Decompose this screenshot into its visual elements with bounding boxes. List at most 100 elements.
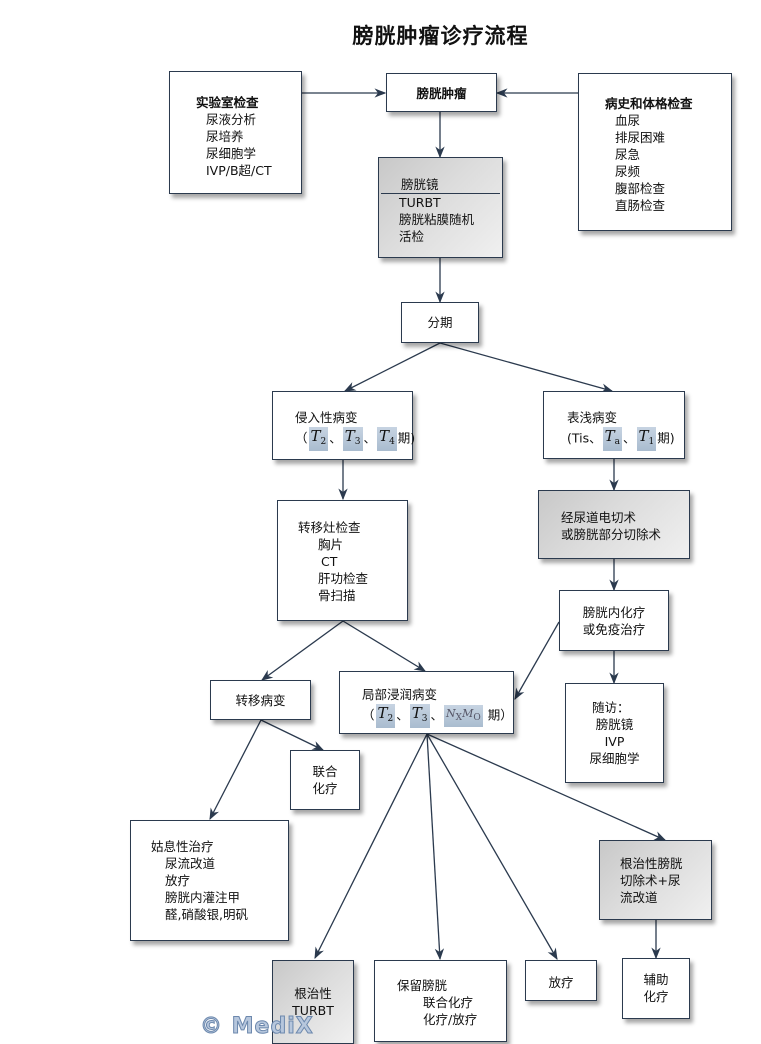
arrow-intravesical-to-local <box>514 621 560 701</box>
followup-line: 随访： <box>592 700 630 715</box>
stage-nxmo: NXMO <box>444 705 483 727</box>
stage-sub: 3 <box>421 714 428 724</box>
history-exam-box: 病史和体格检查 血尿 排尿困难 尿急 尿频 腹部检查 直肠检查 <box>578 73 732 231</box>
history-exam-heading: 病史和体格检查 <box>605 96 693 111</box>
bladder-preservation-box: 保留膀胱 联合化疗 化疗/放疗 <box>374 960 507 1042</box>
paren-open: （ <box>295 430 308 446</box>
arrow-local-to-radio <box>426 733 558 961</box>
palliative-item: 膀胱内灌注甲 <box>165 890 241 905</box>
cystoscopy-line: TURBT <box>399 195 441 210</box>
cystoscopy-line: 活检 <box>399 229 425 244</box>
stage-sub: 2 <box>387 714 394 724</box>
stage-ta: Ta <box>602 427 623 451</box>
stage-prefix: (Tis、 <box>567 430 602 446</box>
history-exam-item: 尿频 <box>615 164 641 179</box>
stage-sub: 3 <box>354 437 361 447</box>
stage-t2: T2 <box>308 427 329 451</box>
intravesical-therapy-box: 膀胱内化疗 或免疫治疗 <box>559 590 669 651</box>
history-exam-item: 尿急 <box>615 147 641 162</box>
arrow-metastatic-to-combo <box>260 719 325 751</box>
arrow-staging-to-superficial <box>439 342 614 393</box>
lab-exam-heading: 实验室检查 <box>196 95 259 110</box>
combination-chemo-box: 联合 化疗 <box>290 750 360 810</box>
paren-close: 期) <box>657 430 675 446</box>
arrow-local-to-preserve <box>426 733 445 961</box>
stage-sub: 2 <box>320 437 327 447</box>
history-exam-item: 排尿困难 <box>615 130 666 145</box>
metastatic-label: 转移病变 <box>235 693 286 708</box>
stage-t1: T1 <box>636 427 657 451</box>
cystoscopy-divider <box>381 193 500 194</box>
radical-turbt-line: TURBT <box>292 1003 334 1018</box>
stage-t2: T2 <box>375 704 396 728</box>
turbt-partial-box: 经尿道电切术 或膀胱部分切除术 <box>538 490 690 559</box>
turbt-partial-line: 或膀胱部分切除术 <box>561 527 662 542</box>
paren-open: （ <box>362 707 375 723</box>
adjuvant-line: 化疗 <box>643 989 669 1004</box>
paren-close: 期) <box>397 430 416 446</box>
stage-sub: X <box>455 713 463 723</box>
local-invasive-title: 局部浸润病变 <box>362 687 438 702</box>
separator: 、 <box>430 707 444 723</box>
paren-close: 期） <box>483 707 513 723</box>
palliative-item: 放疗 <box>165 873 191 888</box>
metastasis-check-heading: 转移灶检查 <box>298 520 361 535</box>
staging-label: 分期 <box>427 315 453 330</box>
history-exam-item: 血尿 <box>615 113 641 128</box>
cystoscopy-box: 膀胱镜 TURBT 膀胱粘膜随机 活检 <box>378 157 503 258</box>
history-exam-item: 腹部检查 <box>615 181 666 196</box>
stage-symbol: N <box>446 707 456 720</box>
radical-cystectomy-box: 根治性膀胱 切除术+尿 流改道 <box>599 840 712 920</box>
stage-symbol: T <box>377 704 388 722</box>
separator: 、 <box>363 430 377 446</box>
radical-turbt-line: 根治性 <box>294 986 332 1001</box>
metastatic-lesion-box: 转移病变 <box>210 680 311 720</box>
cystoscopy-line: 膀胱镜 <box>401 177 439 192</box>
lab-exam-box: 实验室检查 尿液分析 尿培养 尿细胞学 IVP/B超/CT <box>169 71 302 194</box>
palliative-heading: 姑息性治疗 <box>151 839 214 854</box>
stage-symbol: T <box>310 427 321 445</box>
lab-exam-item: 尿培养 <box>206 129 244 144</box>
metastasis-check-item: 骨扫描 <box>318 588 356 603</box>
stage-sub: 4 <box>389 437 395 447</box>
palliative-item: 醛,硝酸银,明矾 <box>165 907 248 922</box>
stage-symbol: T <box>411 704 422 722</box>
bladder-preserve-item: 化疗/放疗 <box>423 1012 478 1027</box>
separator: 、 <box>396 707 409 723</box>
intravesical-line: 或免疫治疗 <box>582 622 646 637</box>
stage-symbol: T <box>344 427 355 445</box>
bladder-tumor-box: 膀胱肿瘤 <box>386 73 497 112</box>
arrow-metcheck-to-local <box>342 620 426 672</box>
stage-symbol: T <box>379 427 390 445</box>
lab-exam-item: 尿细胞学 <box>206 146 257 161</box>
metastasis-check-item: 肝功检查 <box>318 571 369 586</box>
stage-sub: a <box>614 437 621 447</box>
stage-symbol: M <box>462 707 474 720</box>
page-title: 膀胱肿瘤诊疗流程 <box>352 24 529 48</box>
stage-t3: T3 <box>409 704 430 728</box>
staging-box: 分期 <box>401 302 479 343</box>
history-exam-item: 直肠检查 <box>615 198 666 213</box>
cystoscopy-line: 膀胱粘膜随机 <box>399 212 475 227</box>
radiotherapy-box: 放疗 <box>525 960 597 1001</box>
radiotherapy-label: 放疗 <box>548 975 574 990</box>
bladder-preserve-item: 联合化疗 <box>423 995 474 1010</box>
local-invasive-box: 局部浸润病变 （T2、T3、NXMO 期） <box>339 671 514 734</box>
followup-box: 随访： 膀胱镜 IVP 尿细胞学 <box>565 683 664 783</box>
invasive-title: 侵入性病变 <box>295 410 358 425</box>
stage-t3: T3 <box>342 427 363 451</box>
followup-line: 尿细胞学 <box>589 751 640 766</box>
bladder-preserve-heading: 保留膀胱 <box>397 978 448 993</box>
lab-exam-item: IVP/B超/CT <box>206 163 272 178</box>
combo-chemo-line: 联合 <box>312 764 338 779</box>
metastasis-check-item: CT <box>321 554 338 569</box>
stage-symbol: T <box>638 427 649 445</box>
lab-exam-item: 尿液分析 <box>206 112 257 127</box>
superficial-title: 表浅病变 <box>567 410 618 425</box>
adjuvant-line: 辅助 <box>643 972 669 987</box>
separator: 、 <box>623 430 636 446</box>
separator: 、 <box>329 430 342 446</box>
followup-line: 膀胱镜 <box>595 717 634 732</box>
